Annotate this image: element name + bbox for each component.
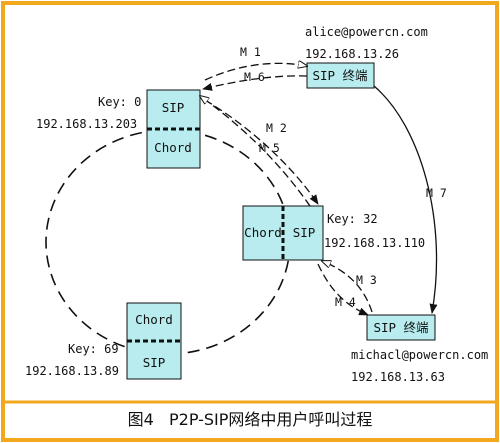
key69-ip-label: 192.168.13.89 [25,364,119,378]
key32-key-label: Key: 32 [327,212,378,226]
label-m3: M 3 [356,273,377,287]
key32-ip-label: 192.168.13.110 [324,236,425,250]
michael-ip: 192.168.13.63 [351,370,445,384]
label-m1: M 1 [240,45,261,59]
arrow-m5 [200,96,311,207]
key0-chord-label: Chord [154,140,192,155]
michael-terminal-label: SIP 终端 [373,320,428,335]
label-m5: M 5 [259,141,280,155]
label-m4: M 4 [335,295,356,309]
key0-ip-label: 192.168.13.203 [36,117,137,131]
arrow-m1 [204,63,307,81]
label-m6: M 6 [244,70,265,84]
michael-email: michacl@powercn.com [351,348,488,362]
figure-caption: 图4 P2P-SIP网络中用户呼叫过程 [128,410,373,429]
label-m2: M 2 [266,121,287,135]
arrow-m2 [204,99,319,205]
key32-chord-label: Chord [244,225,282,240]
key69-sip-label: SIP [143,355,166,370]
label-m7: M 7 [426,186,447,200]
node-key0: SIP Chord [146,89,201,169]
key32-sip-label: SIP [293,225,316,240]
node-michael-terminal: SIP 终端 [366,314,436,341]
arrow-m6 [202,75,308,91]
arrow-m4 [317,263,369,316]
arrow-m7 [373,85,438,314]
key69-chord-label: Chord [135,312,173,327]
alice-ip: 192.168.13.26 [305,47,399,61]
alice-terminal-label: SIP 终端 [312,68,367,83]
key0-key-label: Key: 0 [98,95,141,109]
key69-key-label: Key: 69 [68,342,119,356]
node-key69: Chord SIP [126,302,182,380]
node-key32: Chord SIP [242,205,324,261]
arrow-m3 [322,261,373,313]
alice-email: alice@powercn.com [305,25,428,39]
node-alice-terminal: SIP 终端 [306,62,375,89]
key0-sip-label: SIP [162,100,185,115]
